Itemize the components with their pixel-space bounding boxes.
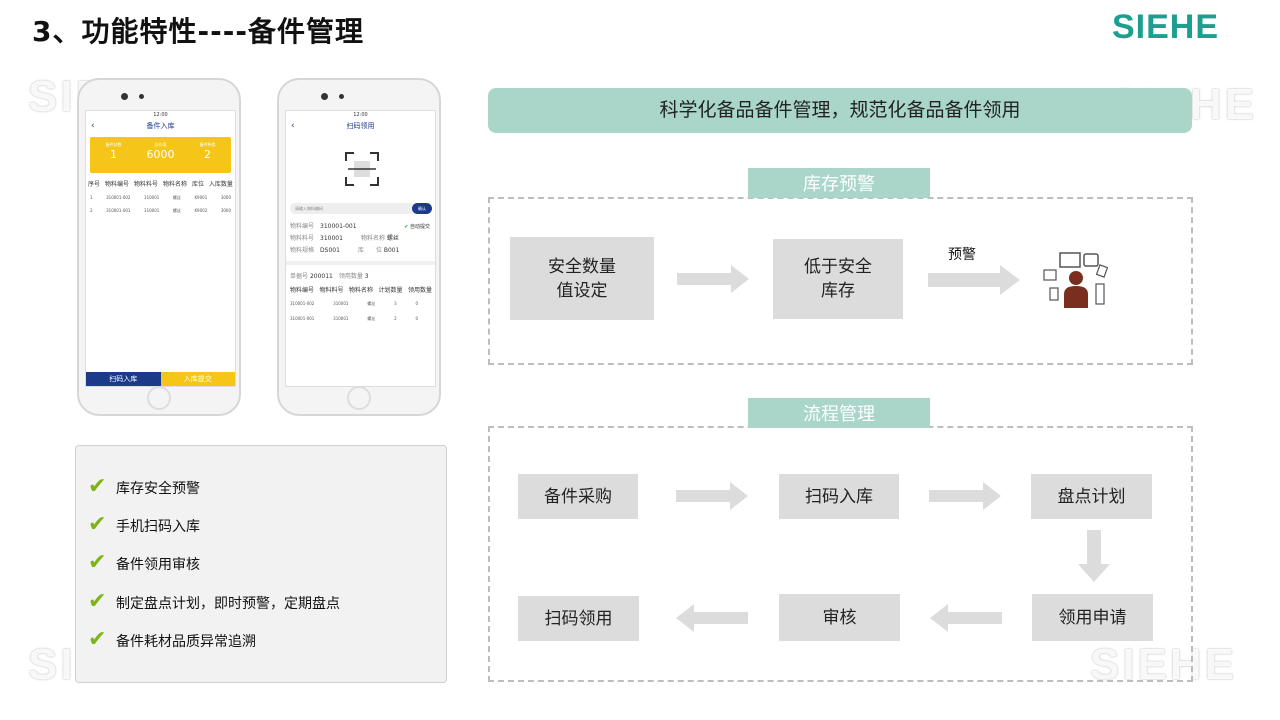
step-scan-inbound: 扫码入库 [779, 474, 899, 519]
arrow-down-icon [1078, 530, 1110, 582]
page-title: 3、功能特性----备件管理 [32, 15, 364, 48]
step-scan-issue: 扫码领用 [518, 596, 639, 641]
check-icon: ✔ [88, 474, 107, 499]
arrow-right-icon [676, 482, 748, 510]
table-header: 物料编号物料料号物料名称计划数量领用数量 [290, 287, 432, 294]
divider [286, 261, 435, 265]
home-button [147, 386, 171, 410]
scan-inbound-button[interactable]: 扫码入库 [86, 372, 161, 386]
arrow-left-icon [676, 604, 748, 632]
step-purchase: 备件采购 [518, 474, 638, 519]
order-info: 单据号 200011 领用数量 3 [290, 273, 369, 280]
feature-item: ✔制定盘点计划，即时预警，定期盘点 [88, 589, 340, 614]
step-stocktake-plan: 盘点计划 [1031, 474, 1152, 519]
safety-qty-box: 安全数量 值设定 [510, 237, 654, 320]
check-icon: ✔ [88, 550, 107, 575]
feature-item: ✔备件领用审核 [88, 550, 200, 575]
sensor-icon [139, 94, 144, 99]
arrow-left-icon [930, 604, 1002, 632]
back-arrow-icon[interactable]: ‹ [91, 121, 95, 131]
bottom-actions: 扫码入库 入库提交 [86, 372, 235, 386]
material-details: 物料编号 310001-001 ✔ 自动提交 物料料号 310001 物料名称 … [290, 223, 430, 254]
summary-item: 总价值 6000 [146, 142, 175, 161]
section-label-process: 流程管理 [748, 398, 930, 428]
home-button [347, 386, 371, 410]
feature-item: ✔库存安全预警 [88, 474, 200, 499]
feature-checklist: ✔库存安全预警 ✔手机扫码入库 ✔备件领用审核 ✔制定盘点计划，即时预警，定期盘… [75, 445, 447, 683]
check-icon: ✔ [88, 512, 107, 537]
nav-title: 备件入库 [146, 122, 175, 130]
arrow-right-icon [929, 482, 1001, 510]
feature-item: ✔备件耗材品质异常追溯 [88, 627, 256, 652]
phone-screen: 12:00 ‹ 扫码领用 请输入物料编码 确认 物料编号 310001-001 … [285, 110, 436, 387]
inventory-warning-box [488, 197, 1193, 365]
devices-user-icon [1043, 252, 1109, 308]
summary-card: 备件总数 1 总价值 6000 备件种类 2 [90, 137, 231, 173]
phone-mockup-inbound: 12:00 ‹ 备件入库 备件总数 1 总价值 6000 备件种类 2 序号 物… [77, 78, 241, 416]
arrow-right-icon [677, 265, 749, 293]
summary-item: 备件种类 2 [199, 142, 216, 161]
back-arrow-icon[interactable]: ‹ [291, 121, 295, 131]
status-bar: 12:00 [86, 111, 235, 119]
table-header: 序号 物料编号 物料料号 物料名称 库位 入库数量 [88, 181, 233, 188]
phone-mockup-scan-issue: 12:00 ‹ 扫码领用 请输入物料编码 确认 物料编号 310001-001 … [277, 78, 441, 416]
check-icon: ✔ [404, 224, 409, 230]
camera-icon [121, 93, 128, 100]
confirm-button[interactable]: 确认 [412, 203, 432, 214]
auto-submit-checkbox[interactable]: ✔ 自动提交 [404, 224, 430, 230]
step-review: 审核 [779, 594, 900, 641]
nav-title: 扫码领用 [346, 122, 375, 130]
section-label-inventory: 库存预警 [748, 168, 930, 198]
brand-logo: SIEHE [1112, 8, 1220, 46]
summary-item: 备件总数 1 [105, 142, 122, 161]
phone-screen: 12:00 ‹ 备件入库 备件总数 1 总价值 6000 备件种类 2 序号 物… [85, 110, 236, 387]
nav-bar: ‹ 备件入库 [86, 119, 235, 133]
camera-icon [321, 93, 328, 100]
feature-item: ✔手机扫码入库 [88, 512, 200, 537]
step-issue-request: 领用申请 [1032, 594, 1153, 641]
scan-frame-icon[interactable] [344, 151, 380, 187]
check-icon: ✔ [88, 589, 107, 614]
status-time: 12:00 [353, 112, 368, 118]
sensor-icon [339, 94, 344, 99]
below-safety-box: 低于安全 库存 [773, 239, 903, 319]
warning-label: 预警 [948, 247, 976, 263]
submit-inbound-button[interactable]: 入库提交 [160, 372, 235, 386]
headline-banner: 科学化备品备件管理，规范化备品备件领用 [488, 88, 1192, 133]
arrow-right-icon [928, 265, 1020, 295]
check-icon: ✔ [88, 627, 107, 652]
status-time: 12:00 [153, 112, 168, 118]
material-code-input[interactable]: 请输入物料编码 [290, 203, 416, 214]
status-bar: 12:00 [286, 111, 435, 119]
nav-bar: ‹ 扫码领用 [286, 119, 435, 133]
